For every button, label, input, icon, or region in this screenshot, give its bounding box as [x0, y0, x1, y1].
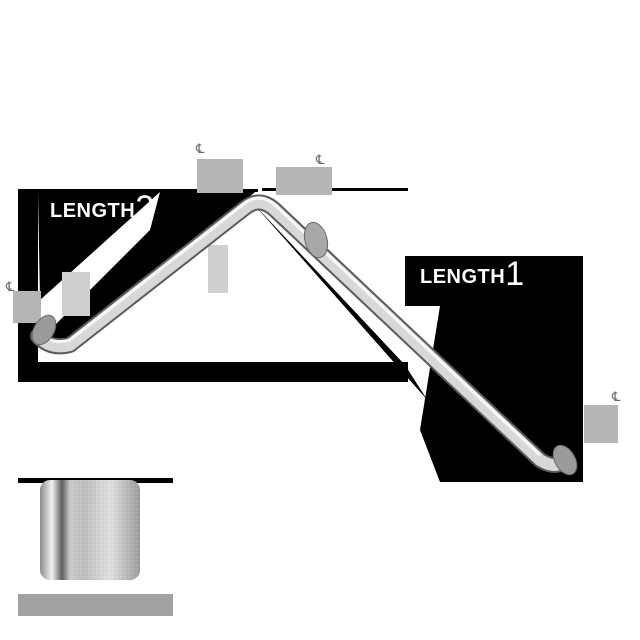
brushed-metal-swatch [18, 478, 173, 580]
length1-dimension-block [250, 188, 583, 482]
flange-left [31, 314, 57, 346]
length2-label: LENGTH2 [50, 189, 155, 228]
length2-number: 2 [135, 189, 155, 227]
length2-word: LENGTH [50, 200, 136, 222]
flange-right [552, 444, 578, 476]
length1-word: LENGTH [420, 266, 506, 288]
swatch-caption-bar [18, 594, 173, 616]
flange-mid [303, 221, 329, 259]
placeholder-box [13, 291, 41, 323]
placeholder-box [276, 167, 332, 195]
placeholder-box [62, 272, 90, 316]
placeholder-box [208, 245, 228, 293]
grab-bar-shape [30, 194, 578, 476]
length1-number: 1 [505, 255, 525, 293]
length1-label: LENGTH1 [420, 255, 525, 294]
centerline-symbol-right: ℄ [612, 390, 621, 405]
placeholder-box [584, 405, 618, 443]
centerline-symbol-left: ℄ [6, 280, 15, 295]
centerline-symbol-top-right: ℄ [316, 153, 325, 168]
centerline-symbol-top-left: ℄ [196, 142, 205, 157]
mount-placeholder-boxes [13, 159, 618, 443]
placeholder-box [197, 159, 243, 193]
